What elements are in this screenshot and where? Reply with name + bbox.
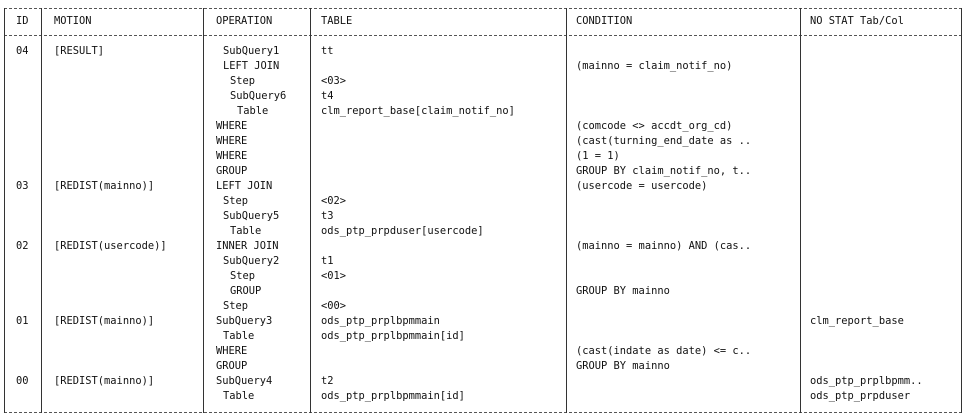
row-no-stat: ods_ptp_prpduser (810, 390, 911, 402)
row-table: ods_ptp_prplbpmmain (321, 315, 440, 327)
row-no-stat: clm_report_base (810, 315, 904, 327)
row-condition: GROUP BY mainno (576, 360, 670, 372)
row-operation: Table (223, 390, 255, 402)
header-condition: CONDITION (576, 15, 633, 27)
row-operation: SubQuery1 (223, 45, 280, 57)
header-id: ID (16, 15, 29, 27)
row-condition: (1 = 1) (576, 150, 620, 162)
query-plan-table: ID MOTION OPERATION TABLE CONDITION NO S… (4, 0, 965, 419)
row-id: 01 (16, 315, 29, 327)
row-table: ods_ptp_prplbpmmain[id] (321, 330, 465, 342)
column-divider (41, 8, 42, 413)
row-motion: [RESULT] (54, 45, 105, 57)
row-operation: LEFT JOIN (223, 60, 280, 72)
row-operation: Step (230, 75, 256, 87)
row-operation: GROUP (216, 360, 248, 372)
row-operation: GROUP (216, 165, 248, 177)
row-no-stat: ods_ptp_prplbpmm.. (810, 375, 923, 387)
row-id: 00 (16, 375, 29, 387)
row-table: clm_report_base[claim_notif_no] (321, 105, 515, 117)
row-condition: (cast(turning_end_date as .. (576, 135, 752, 147)
row-condition: GROUP BY mainno (576, 285, 670, 297)
row-operation: SubQuery3 (216, 315, 273, 327)
row-operation: GROUP (230, 285, 262, 297)
row-operation: WHERE (216, 120, 248, 132)
column-divider (961, 8, 962, 413)
row-operation: WHERE (216, 345, 248, 357)
row-operation: Table (223, 330, 255, 342)
row-id: 03 (16, 180, 29, 192)
row-motion: [REDIST(mainno)] (54, 180, 155, 192)
row-condition: (mainno = mainno) AND (cas.. (576, 240, 752, 252)
row-id: 02 (16, 240, 29, 252)
row-motion: [REDIST(mainno)] (54, 315, 155, 327)
row-operation: SubQuery4 (216, 375, 273, 387)
row-id: 04 (16, 45, 29, 57)
header-table: TABLE (321, 15, 353, 27)
row-table: t2 (321, 375, 334, 387)
row-operation: Step (230, 270, 256, 282)
bottom-border (4, 412, 962, 413)
row-table: t1 (321, 255, 334, 267)
row-table: ods_ptp_prplbpmmain[id] (321, 390, 465, 402)
row-motion: [REDIST(mainno)] (54, 375, 155, 387)
row-table: <01> (321, 270, 347, 282)
row-operation: SubQuery5 (223, 210, 280, 222)
column-divider (203, 8, 204, 413)
row-operation: LEFT JOIN (216, 180, 273, 192)
row-operation: Table (230, 225, 262, 237)
header-no-stat: NO STAT Tab/Col (810, 15, 904, 27)
row-motion: [REDIST(usercode)] (54, 240, 167, 252)
row-table: t4 (321, 90, 334, 102)
column-divider (800, 8, 801, 413)
row-operation: WHERE (216, 135, 248, 147)
row-table: t3 (321, 210, 334, 222)
row-table: <00> (321, 300, 347, 312)
row-operation: Table (237, 105, 269, 117)
row-operation: SubQuery6 (230, 90, 287, 102)
row-operation: SubQuery2 (223, 255, 280, 267)
row-operation: INNER JOIN (216, 240, 279, 252)
column-divider (566, 8, 567, 413)
column-divider (4, 8, 5, 413)
row-operation: Step (223, 195, 249, 207)
header-operation: OPERATION (216, 15, 273, 27)
row-table: ods_ptp_prpduser[usercode] (321, 225, 484, 237)
row-condition: (comcode <> accdt_org_cd) (576, 120, 733, 132)
row-operation: Step (223, 300, 249, 312)
row-condition: (mainno = claim_notif_no) (576, 60, 733, 72)
top-border (4, 8, 962, 9)
row-table: tt (321, 45, 334, 57)
row-condition: (cast(indate as date) <= c.. (576, 345, 752, 357)
row-table: <02> (321, 195, 347, 207)
row-condition: (usercode = usercode) (576, 180, 708, 192)
row-table: <03> (321, 75, 347, 87)
row-operation: WHERE (216, 150, 248, 162)
row-condition: GROUP BY claim_notif_no, t.. (576, 165, 752, 177)
header-separator (4, 35, 962, 36)
column-divider (310, 8, 311, 413)
header-motion: MOTION (54, 15, 92, 27)
